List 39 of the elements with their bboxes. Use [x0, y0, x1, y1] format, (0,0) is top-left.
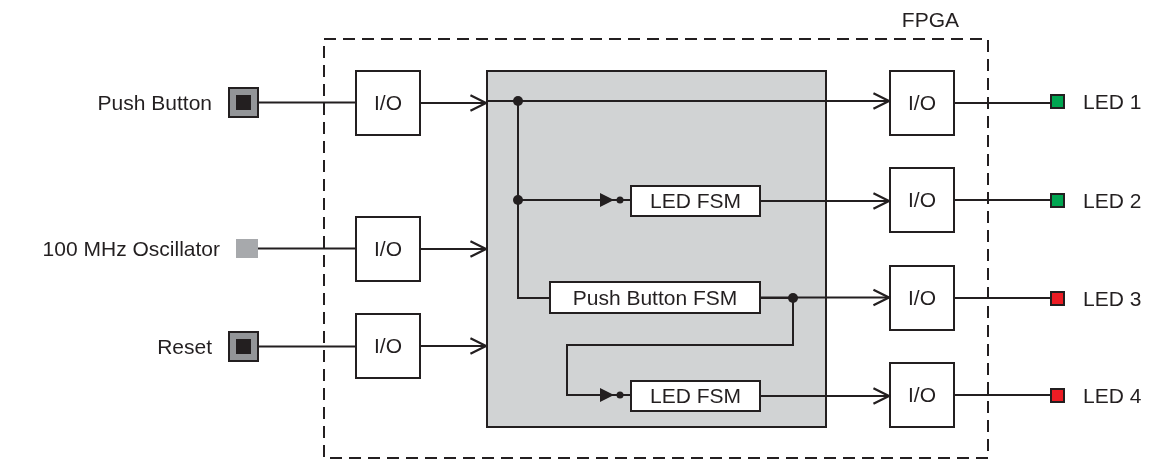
pin-label: 100 MHz Oscillator: [42, 236, 220, 261]
arrow: [760, 192, 891, 210]
io-block: I/O: [889, 265, 955, 331]
connector-line: [954, 102, 1051, 104]
arrow: [566, 297, 794, 402]
fsm-block: LED FSM: [630, 380, 761, 412]
button-pin: [228, 331, 259, 362]
connector-line: [257, 247, 356, 250]
pin-label: LED 2: [1083, 188, 1142, 213]
logic-block: [486, 70, 827, 428]
connector-line: [954, 297, 1051, 299]
io-block: I/O: [355, 216, 421, 282]
connector-line: [954, 394, 1051, 396]
pin-label: Reset: [157, 334, 212, 359]
arrow: [420, 94, 488, 112]
led-indicator: [1050, 388, 1065, 403]
button-pin: [228, 87, 259, 118]
io-block: I/O: [889, 70, 955, 136]
io-block: I/O: [889, 167, 955, 233]
io-block: I/O: [355, 313, 421, 379]
pin-label: Push Button: [97, 90, 212, 115]
io-block: I/O: [355, 70, 421, 136]
led-indicator: [1050, 94, 1065, 109]
fsm-block: LED FSM: [630, 185, 761, 217]
led-indicator: [1050, 291, 1065, 306]
connector-line: [954, 199, 1051, 201]
connector-line: [258, 345, 356, 348]
connector-line: [258, 101, 356, 104]
led-indicator: [1050, 193, 1065, 208]
pin-label: LED 3: [1083, 286, 1142, 311]
arrow: [420, 337, 488, 355]
pin-label: LED 1: [1083, 89, 1142, 114]
region-title: FPGA: [901, 8, 959, 32]
fsm-block: Push Button FSM: [549, 281, 761, 314]
pin-label: LED 4: [1083, 383, 1142, 408]
arrow: [420, 240, 488, 258]
io-block: I/O: [889, 362, 955, 428]
arrow: [760, 387, 891, 405]
oscillator-pin: [236, 239, 258, 258]
